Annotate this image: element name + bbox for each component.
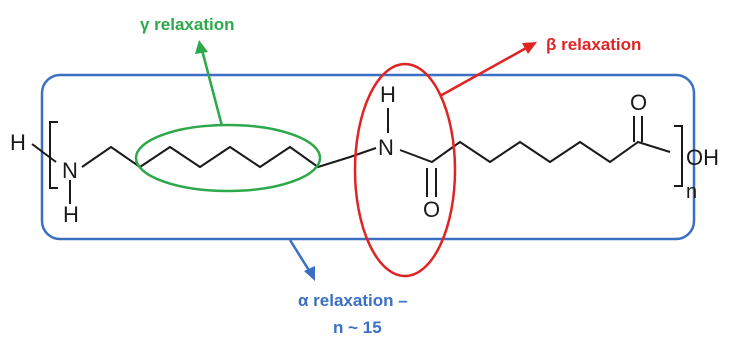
gamma-arrowhead <box>195 40 208 54</box>
subscript-n: n <box>686 181 697 203</box>
alpha-arrowhead <box>304 266 315 281</box>
right-bracket <box>674 125 683 187</box>
atom-h-left: H <box>10 130 26 155</box>
beta-arrow <box>439 45 529 98</box>
left-bracket <box>49 121 58 189</box>
atom-oh: OH <box>686 145 719 170</box>
beta-label: β relaxation <box>546 35 641 54</box>
gamma-arrow <box>200 49 224 127</box>
gamma-ellipse <box>134 123 322 193</box>
molecule-bonds <box>31 108 671 204</box>
atom-o-top: O <box>630 90 647 115</box>
atom-n-amide: N <box>378 135 394 160</box>
alpha-arrow <box>288 239 312 273</box>
gamma-label: γ relaxation <box>140 15 235 34</box>
alpha-label-line1: α relaxation – <box>298 291 408 310</box>
atom-h-below: H <box>63 202 79 227</box>
atom-h-top: H <box>380 82 396 107</box>
beta-ellipse <box>353 62 457 278</box>
beta-arrowhead <box>522 42 537 54</box>
atom-n-left: N <box>62 158 78 183</box>
alpha-label-line2: n ~ 15 <box>333 318 382 337</box>
atom-o-amide: O <box>423 197 440 222</box>
